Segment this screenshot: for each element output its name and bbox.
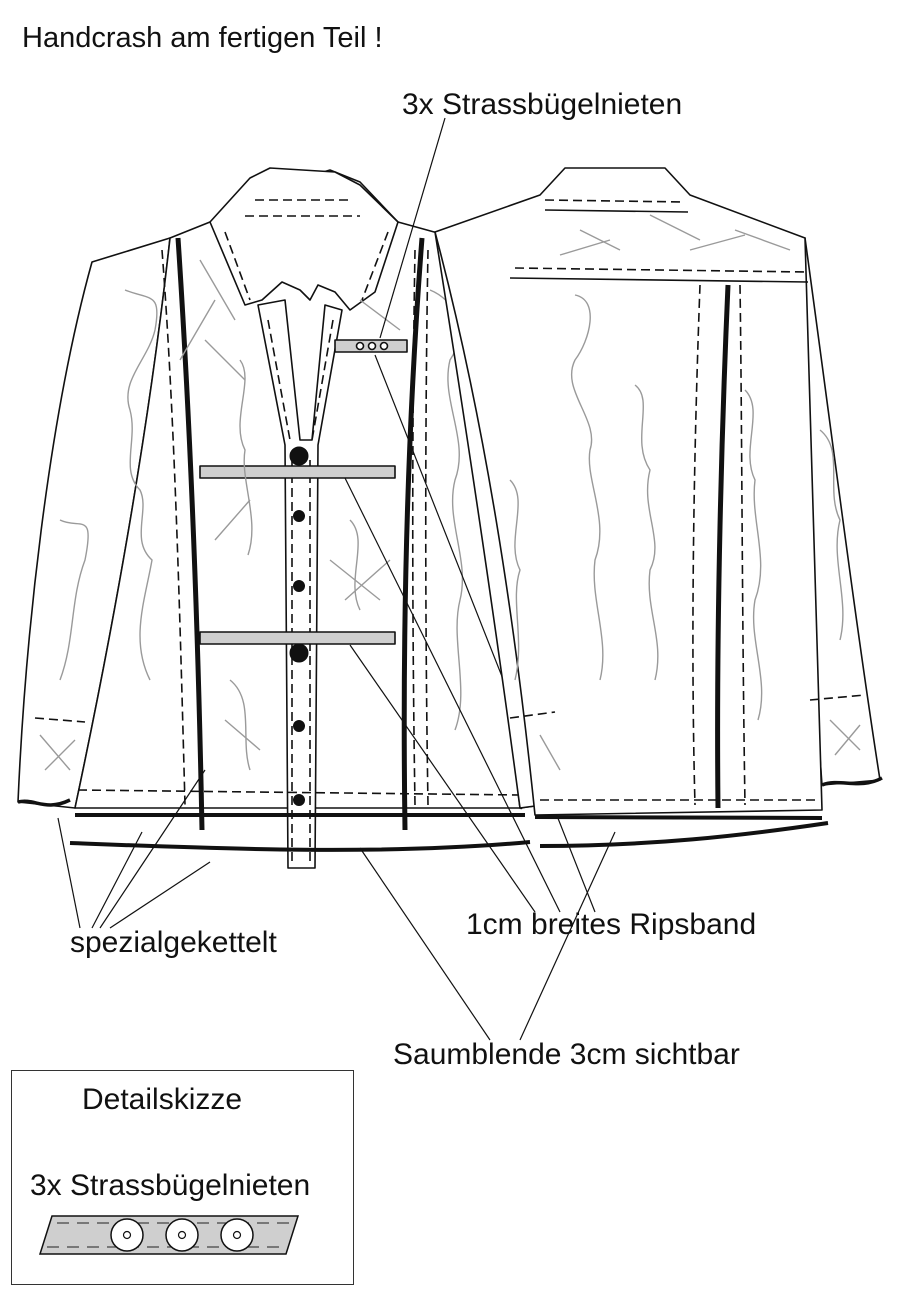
- back-view: [434, 167, 883, 848]
- back-leader-lines: [519, 831, 616, 1041]
- front-tape-lower: [199, 631, 396, 645]
- back-yoke: [509, 277, 809, 283]
- back-hem-band-top: [534, 815, 823, 820]
- callout-ribbon: 1cm breites Ripsband: [466, 908, 757, 941]
- page-title: Handcrash am fertigen Teil !: [22, 22, 383, 54]
- detail-sketch-box: Detailskizze 3x Strassbügelnieten: [11, 1070, 354, 1285]
- garment-technical-drawing: [17, 117, 883, 1041]
- callout-special-chain: spezialgekettelt: [70, 926, 277, 959]
- back-hem-band-bottom: [539, 821, 829, 848]
- back-ribbon: [715, 284, 731, 809]
- front-left-ribbon: [175, 237, 205, 831]
- front-texture-scribbles: [39, 259, 561, 771]
- front-collar: [209, 167, 399, 311]
- front-tape-upper: [199, 465, 396, 479]
- front-hem-band-bottom: [69, 840, 531, 852]
- callout-rivets: 3x Strassbügelnieten: [402, 88, 683, 121]
- front-leader-lines: [57, 117, 596, 1041]
- front-buttons: [289, 446, 309, 806]
- front-right-ribbon: [401, 237, 425, 831]
- back-texture-scribbles: [509, 214, 861, 771]
- rivet-1-center: [122, 1230, 132, 1240]
- rivet-2-center: [177, 1230, 187, 1240]
- detail-title: Detailskizze: [82, 1083, 243, 1116]
- detail-label: 3x Strassbügelnieten: [30, 1169, 311, 1202]
- detail-rivet-tape: [38, 1215, 300, 1255]
- rivet-3-center: [232, 1230, 242, 1240]
- callout-hem-binding: Saumblende 3cm sichtbar: [393, 1038, 740, 1071]
